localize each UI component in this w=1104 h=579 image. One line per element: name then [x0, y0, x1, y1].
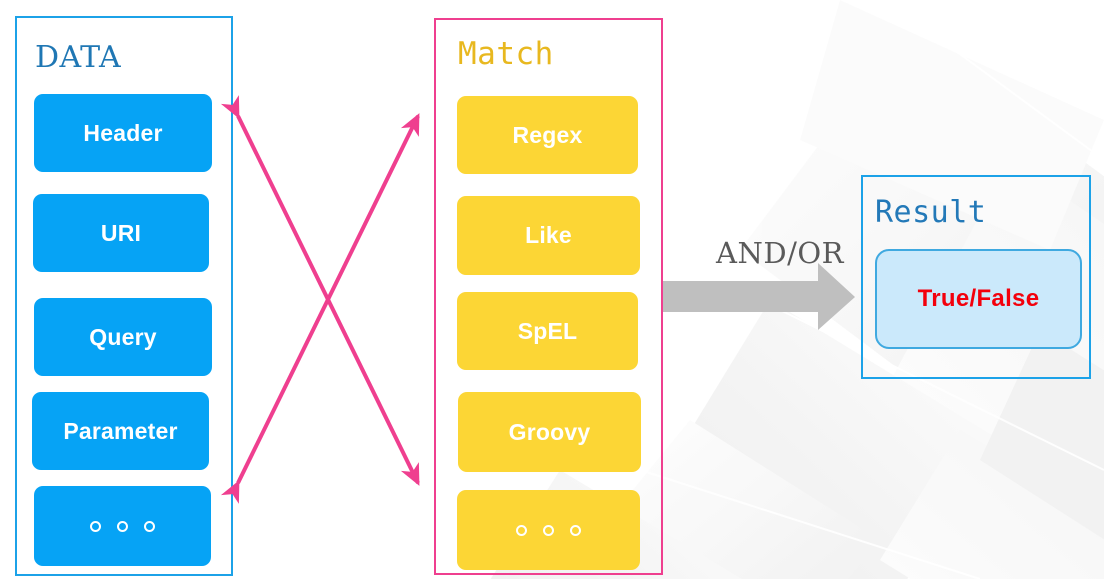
cross-arrow-down-icon — [220, 95, 420, 486]
match-item-label: SpEL — [517, 317, 578, 344]
result-panel-title: Result — [875, 195, 987, 230]
match-item-groovy[interactable]: Groovy — [458, 392, 641, 472]
data-item-parameter[interactable]: Parameter — [32, 392, 209, 470]
match-panel-title: Match — [458, 36, 554, 72]
data-item-label: URI — [100, 219, 142, 246]
andor-label: AND/OR — [716, 236, 844, 270]
data-panel: DATA Header URI Query Parameter — [15, 16, 233, 576]
data-panel-title: DATA — [35, 40, 122, 75]
match-item-label: Regex — [512, 121, 583, 148]
data-item-uri[interactable]: URI — [33, 194, 209, 272]
result-value-box[interactable]: True/False — [875, 249, 1082, 349]
data-item-header[interactable]: Header — [34, 94, 212, 172]
match-item-label: Groovy — [508, 418, 591, 445]
cross-arrow-up-icon — [220, 113, 420, 504]
match-panel: Match Regex Like SpEL Groovy — [434, 18, 663, 575]
result-value-text: True/False — [917, 285, 1040, 312]
match-item-regex[interactable]: Regex — [457, 96, 638, 174]
data-item-label: Header — [83, 119, 163, 146]
flow-arrow-icon — [663, 263, 855, 330]
match-item-label: Like — [525, 222, 572, 248]
ellipsis-icon — [90, 520, 155, 532]
data-item-query[interactable]: Query — [34, 298, 212, 376]
match-item-more[interactable] — [457, 490, 640, 570]
data-item-more[interactable] — [34, 486, 211, 566]
match-item-spel[interactable]: SpEL — [457, 292, 638, 370]
data-item-label: Query — [89, 323, 157, 350]
match-item-like[interactable]: Like — [457, 196, 640, 275]
result-panel: Result True/False — [861, 175, 1091, 379]
data-item-label: Parameter — [63, 417, 178, 444]
ellipsis-icon — [516, 524, 581, 536]
